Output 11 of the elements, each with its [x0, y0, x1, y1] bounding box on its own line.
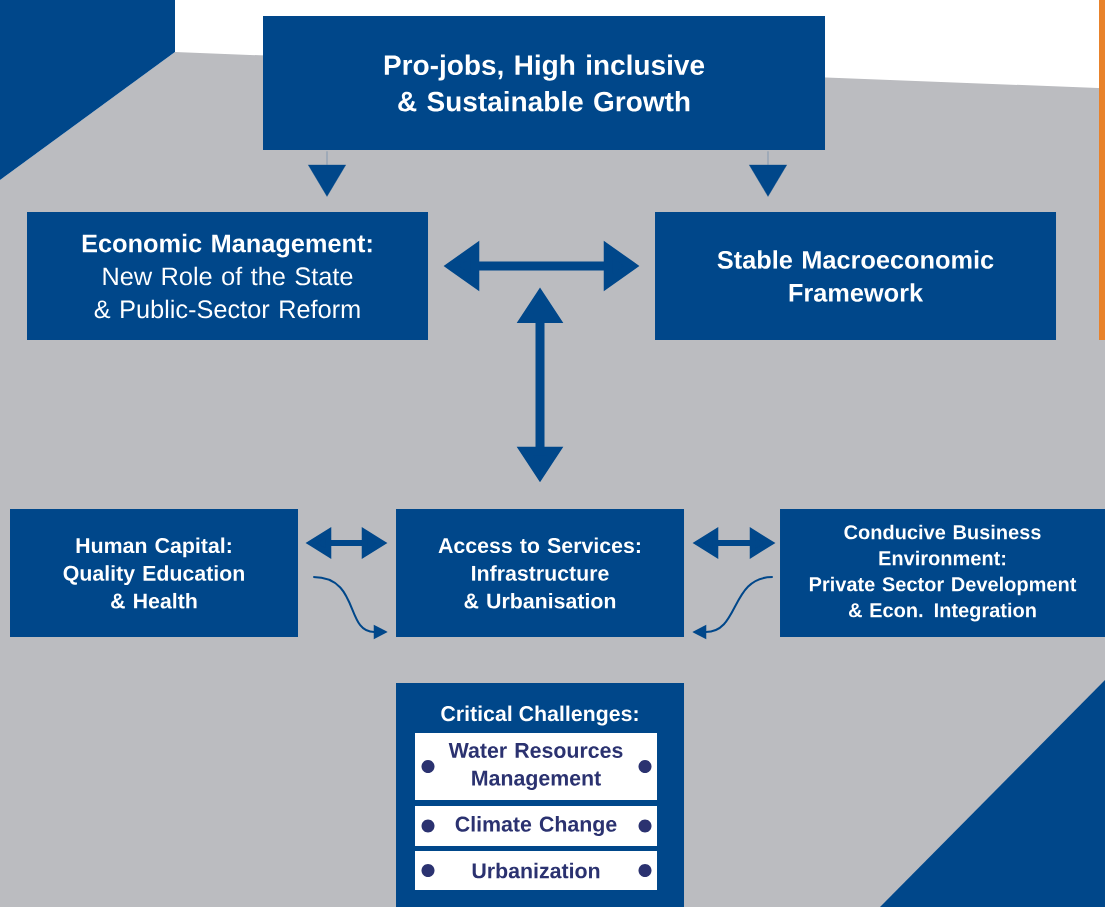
topic-box: Human Capital: Quality Education & Health — [10, 509, 298, 637]
arrow — [308, 151, 346, 197]
challenge-box: Water Resources Management — [415, 733, 657, 800]
arrow — [749, 151, 787, 197]
challenge-box: Climate Change — [415, 806, 657, 846]
goal-box: Pro-jobs, High inclusive & Sustainable Growth — [263, 16, 825, 150]
topic-box: Stable Macroeconomic Framework — [655, 212, 1056, 340]
challenge-box: Urbanization — [415, 851, 657, 890]
topic-box: Conducive Business Environment: Private Sector Development & Econ. Integration — [780, 509, 1105, 637]
topic-box: Access to Services: Infrastructure & Urbanisation — [396, 509, 684, 637]
topic-box: Economic Management: New Role of the State & Public-Sector Reform — [27, 212, 428, 340]
